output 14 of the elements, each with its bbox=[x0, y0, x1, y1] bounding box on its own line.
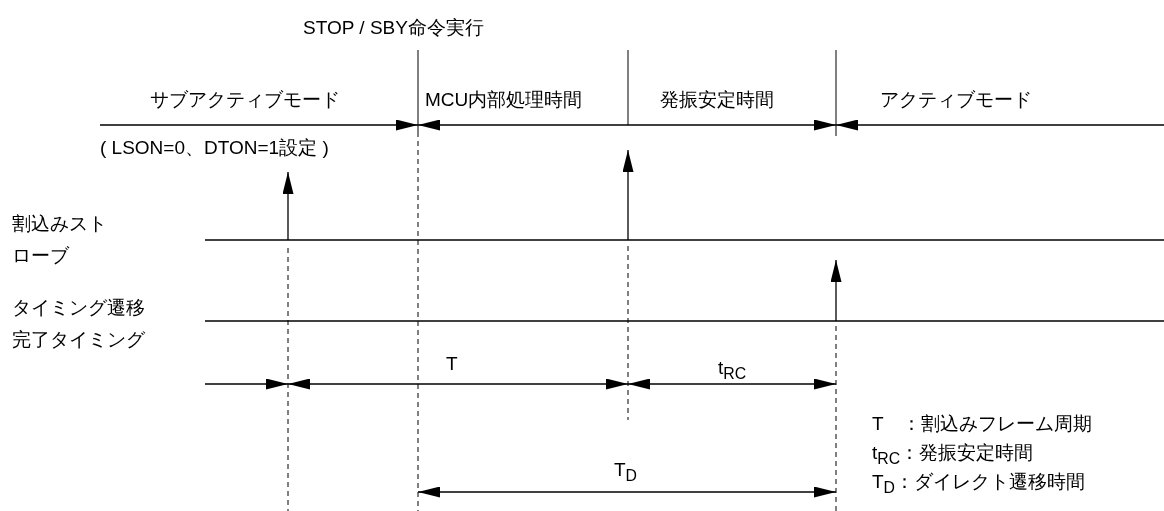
legend-note: T ：割込みフレーム周期 bbox=[872, 412, 1093, 436]
dimension-label: T$_{D}$ bbox=[614, 458, 638, 486]
dimension-label: t$_{RC}$ bbox=[718, 356, 747, 384]
mode-label: 発振安定時間 bbox=[660, 88, 774, 112]
mode-label: アクティブモード bbox=[880, 88, 1032, 112]
dimension-label: T bbox=[446, 352, 458, 376]
legend-note: T$_{D}$：ダイレクト遷移時間 bbox=[872, 470, 1086, 498]
setting-note: ( LSON=0、DTON=1設定 ) bbox=[100, 136, 329, 160]
mode-label: MCU内部処理時間 bbox=[425, 88, 583, 112]
signal-name: タイミング遷移完了タイミング bbox=[12, 296, 146, 352]
signal-name: 割込みストローブ bbox=[12, 212, 108, 268]
legend-note: t$_{RC}$：発振安定時間 bbox=[872, 441, 1034, 469]
mode-label: サブアクティブモード bbox=[150, 88, 340, 112]
command-label: STOP / SBY命令実行 bbox=[303, 16, 484, 40]
